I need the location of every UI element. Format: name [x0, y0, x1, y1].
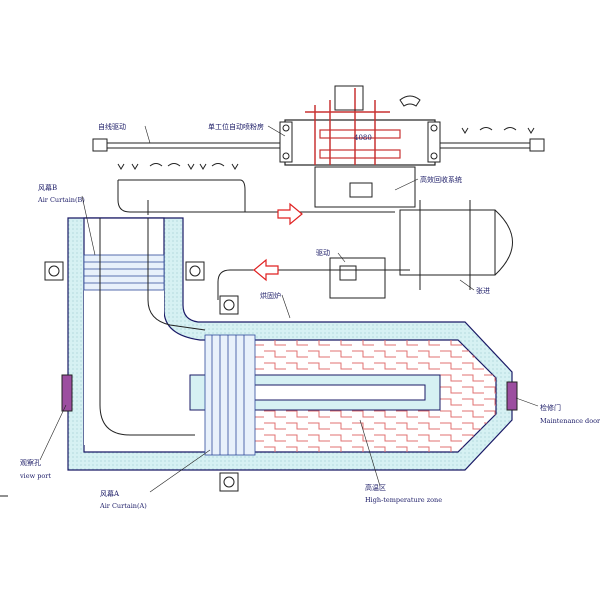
air-curtain-a [204, 334, 256, 456]
label-tension: 张进 [476, 286, 490, 295]
spray-booth [279, 85, 441, 166]
arrow-right [277, 202, 303, 226]
label-curtain-b-en: Air Curtain(B) [37, 196, 85, 204]
label-curtain-b-cn: 风幕B [38, 183, 57, 192]
view-port [61, 374, 73, 412]
label-view-cn: 观察孔 [20, 458, 41, 467]
label-hot-cn: 高温区 [365, 483, 386, 492]
arrow-left [253, 258, 279, 282]
label-maint-cn: 检修门 [540, 403, 561, 412]
leader-lines [39, 125, 539, 493]
label-maint-en: Maintenance door [540, 417, 600, 425]
recovery-hood [349, 182, 373, 198]
conveyor-path [99, 179, 410, 436]
label-code: 4080 [354, 134, 372, 142]
fan-units [44, 261, 239, 492]
label-cure-oven: 烘固炉 [260, 291, 281, 300]
powder-recovery-unit [314, 166, 416, 208]
label-curtain-a-en: Air Curtain(A) [99, 502, 147, 510]
label-spray-station: 单工位自动喷粉房 [208, 122, 264, 131]
drive-unit [329, 257, 386, 299]
label-hot-en: High-temperature zone [365, 496, 442, 504]
hanger-carriers [117, 127, 535, 170]
maintenance-door [506, 381, 518, 411]
tension-unit [399, 200, 513, 290]
label-view-en: view port [19, 472, 51, 480]
label-auto-line: 自线驱动 [98, 122, 126, 131]
label-curtain-a-cn: 风幕A [100, 489, 120, 498]
label-drive: 驱动 [316, 248, 330, 257]
air-curtain-b [83, 254, 165, 291]
label-recovery-system: 高效回收系统 [420, 175, 462, 184]
